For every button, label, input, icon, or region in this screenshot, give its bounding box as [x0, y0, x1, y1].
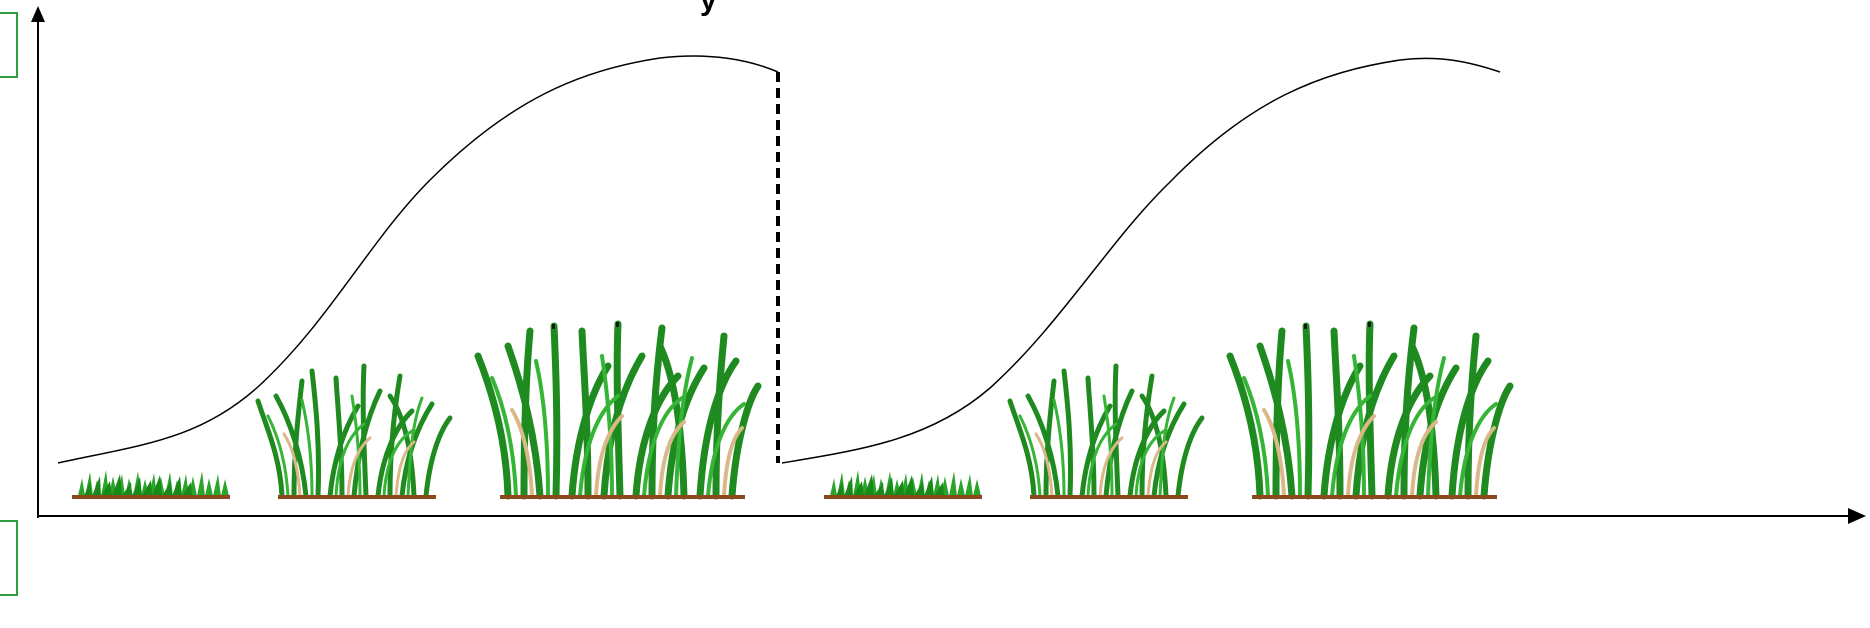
soil-strip [1030, 495, 1188, 499]
soil-strip [1252, 495, 1497, 499]
young-grass-icon [78, 470, 229, 496]
growth-curves [57, 55, 1501, 464]
growth-curve-1 [57, 55, 779, 464]
soil-strip [824, 495, 982, 499]
cropped-top-text: y [700, 0, 717, 17]
side-box-bottom [0, 520, 18, 596]
arrow-right-icon [1848, 508, 1866, 524]
cycle-1-plants [72, 322, 758, 499]
arrow-up-icon [31, 6, 45, 22]
soil-strip [500, 495, 745, 499]
tillering-grass-icon [1010, 366, 1202, 496]
young-grass-icon [830, 470, 981, 496]
soil-strip [278, 495, 436, 499]
cycle-2-plants [824, 322, 1510, 499]
mature-grass-icon [478, 322, 758, 496]
tillering-grass-icon [258, 366, 450, 496]
soil-strip [72, 495, 230, 499]
mature-grass-icon [1230, 322, 1510, 496]
side-box-top [0, 12, 18, 78]
growth-curve-2 [781, 57, 1501, 464]
axes [31, 6, 1866, 524]
